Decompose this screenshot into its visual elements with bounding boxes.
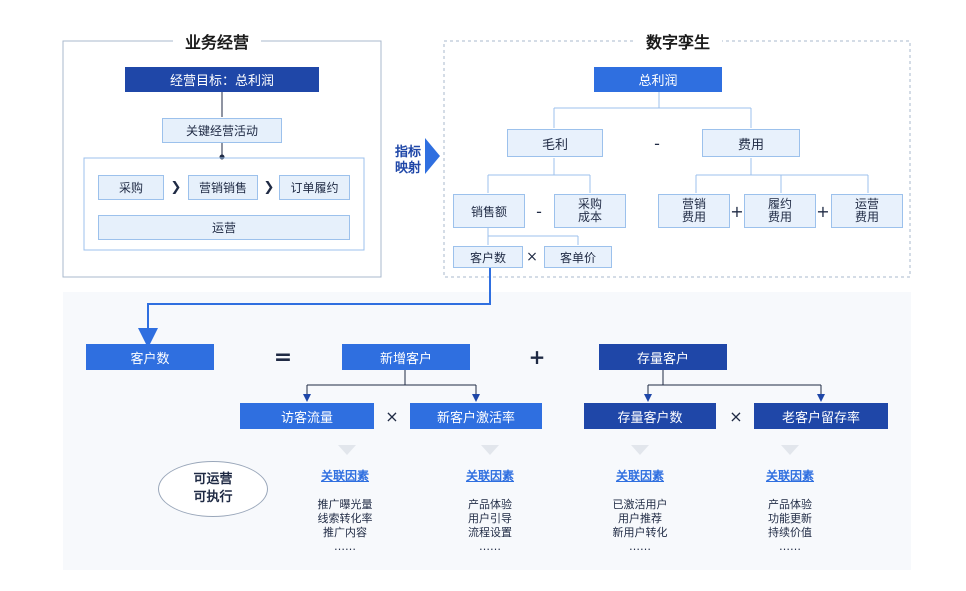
visitor-flow-box: 访客流量 [240,403,374,429]
factor-item: 产品体验 [768,498,812,511]
factor-list: 产品体验 功能更新 持续价值 …… [742,498,838,554]
plus-operator: + [528,345,546,369]
factor-item: 用户推荐 [618,512,662,525]
factor-column-1: 关联因素 推广曝光量 线索转化率 推广内容 …… [297,467,393,554]
factor-item: 产品体验 [468,498,512,511]
flow-purchase: 采购 [98,175,164,200]
fulfill-cost-line2: 费用 [767,210,792,224]
times-operator: × [729,406,743,426]
factor-title: 关联因素 [615,469,664,483]
factor-item: 推广曝光量 [317,498,373,511]
factor-item: …… [479,540,501,553]
new-customers-box: 新增客户 [342,344,470,370]
minus-operator: - [654,133,660,153]
factor-title: 关联因素 [465,469,514,483]
chevron-right-icon: ❯ [263,180,275,195]
actionable-ellipse: 可运营 可执行 [158,461,268,517]
flow-marketing: 营销销售 [188,175,258,200]
actionable-line2: 可执行 [193,490,233,505]
factor-item: …… [629,540,651,553]
chevron-right-icon: ❯ [170,180,182,195]
stock-count-box: 存量客户数 [584,403,716,429]
factor-item: 用户引导 [468,512,512,525]
minus-operator: - [536,201,542,221]
ops-cost-box: 运营 费用 [831,194,903,228]
triangle-down-icon [631,445,649,455]
marketing-cost-line2: 费用 [681,210,706,224]
key-activity-box: 关键经营活动 [162,118,282,143]
factor-column-4: 关联因素 产品体验 功能更新 持续价值 …… [742,467,838,554]
mapping-label: 指标 映射 [395,145,421,177]
ops-cost-line1: 运营 [854,197,879,211]
factor-column-2: 关联因素 产品体验 用户引导 流程设置 …… [442,467,538,554]
sales-box: 销售额 [453,194,525,228]
factor-title: 关联因素 [765,469,814,483]
factor-item: …… [779,540,801,553]
gross-profit-box: 毛利 [507,129,603,157]
plus-operator: + [730,201,744,221]
cost-box: 费用 [702,129,800,157]
factor-list: 已激活用户 用户推荐 新用户转化 …… [592,498,688,554]
plus-operator: + [816,201,830,221]
customers-box-top: 客户数 [453,246,523,268]
customers-box-bottom: 客户数 [86,344,214,370]
twin-title: 数字孪生 [634,29,723,52]
marketing-cost-box: 营销 费用 [658,194,730,228]
purchase-cost-line1: 采购 [577,197,602,211]
triangle-down-icon [338,445,356,455]
times-operator: × [385,406,399,426]
ops-box: 运营 [98,215,350,240]
factor-item: 流程设置 [468,526,512,539]
factor-list: 产品体验 用户引导 流程设置 …… [442,498,538,554]
business-title: 业务经营 [173,29,262,52]
purchase-cost-line2: 成本 [577,210,602,224]
unit-price-box: 客单价 [544,246,612,268]
mapping-line2: 映射 [395,161,422,176]
mapping-line1: 指标 [395,145,422,160]
factor-item: 线索转化率 [317,512,373,525]
factor-list: 推广曝光量 线索转化率 推广内容 …… [297,498,393,554]
purchase-cost-box: 采购 成本 [554,194,626,228]
factor-column-3: 关联因素 已激活用户 用户推荐 新用户转化 …… [592,467,688,554]
factor-item: 已激活用户 [612,498,668,511]
stock-customers-box: 存量客户 [599,344,727,370]
factor-item: …… [334,540,356,553]
ops-cost-line2: 费用 [854,210,879,224]
flow-fulfillment: 订单履约 [279,175,350,200]
fulfill-cost-box: 履约 费用 [744,194,816,228]
triangle-down-icon [781,445,799,455]
retention-rate-box: 老客户留存率 [754,403,888,429]
triangle-down-icon [481,445,499,455]
times-operator: × [526,249,538,265]
marketing-cost-line1: 营销 [681,197,706,211]
factor-item: 推广内容 [323,526,367,539]
fulfill-cost-line1: 履约 [767,197,792,211]
factor-item: 持续价值 [768,526,812,539]
factor-item: 新用户转化 [612,526,668,539]
factor-title: 关联因素 [320,469,369,483]
actionable-line1: 可运营 [193,472,233,487]
goal-box: 经营目标：总利润 [125,67,319,92]
equals-operator: = [273,344,293,370]
activation-rate-box: 新客户激活率 [410,403,542,429]
total-profit-box: 总利润 [594,67,722,92]
factor-item: 功能更新 [768,512,812,525]
